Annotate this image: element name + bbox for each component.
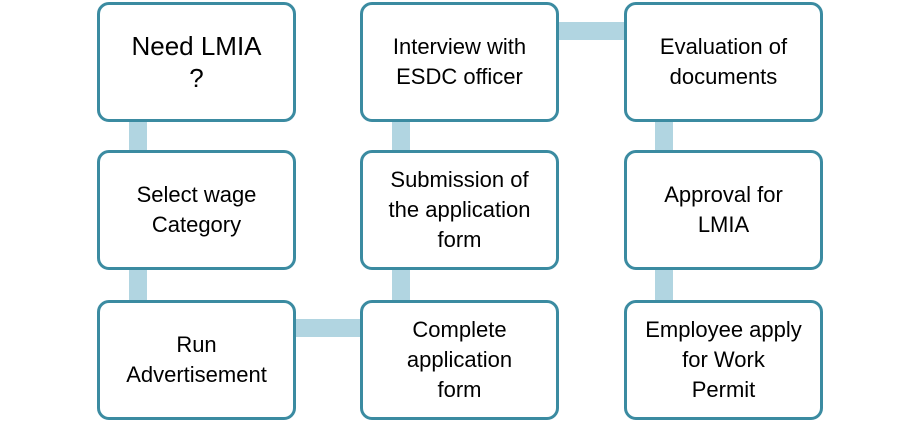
connector-evaluation-to-approval (655, 115, 673, 155)
connector-need-to-select (129, 115, 147, 155)
connector-approval-to-permit (655, 265, 673, 305)
step-complete-application-form: Complete application form (360, 300, 559, 420)
connector-run-to-complete (290, 319, 366, 337)
step-evaluation-of-documents: Evaluation of documents (624, 2, 823, 122)
step-select-wage-category-label: Select wage Category (136, 182, 257, 237)
step-run-advertisement-label: Run Advertisement (126, 332, 267, 387)
step-evaluation-of-documents-label: Evaluation of documents (659, 34, 788, 89)
step-interview-esdc: Interview with ESDC officer (360, 2, 559, 122)
step-need-lmia-label: Need LMIA ? (131, 31, 262, 93)
step-select-wage-category: Select wage Category (97, 150, 296, 270)
connector-submission-to-interview (392, 115, 410, 155)
step-complete-application-form-label: Complete application form (406, 317, 513, 402)
step-employee-apply-work-permit-label: Employee apply for Work Permit (645, 317, 802, 402)
step-need-lmia: Need LMIA ? (97, 2, 296, 122)
step-run-advertisement: Run Advertisement (97, 300, 296, 420)
connector-complete-to-submission (392, 265, 410, 305)
connector-select-to-run (129, 265, 147, 305)
step-approval-for-lmia-label: Approval for LMIA (664, 182, 783, 237)
step-submission-of-application: Submission of the application form (360, 150, 559, 270)
step-employee-apply-work-permit: Employee apply for Work Permit (624, 300, 823, 420)
step-submission-of-application-label: Submission of the application form (388, 167, 531, 252)
step-interview-esdc-label: Interview with ESDC officer (392, 34, 527, 89)
step-approval-for-lmia: Approval for LMIA (624, 150, 823, 270)
connector-interview-to-evaluation (555, 22, 631, 40)
